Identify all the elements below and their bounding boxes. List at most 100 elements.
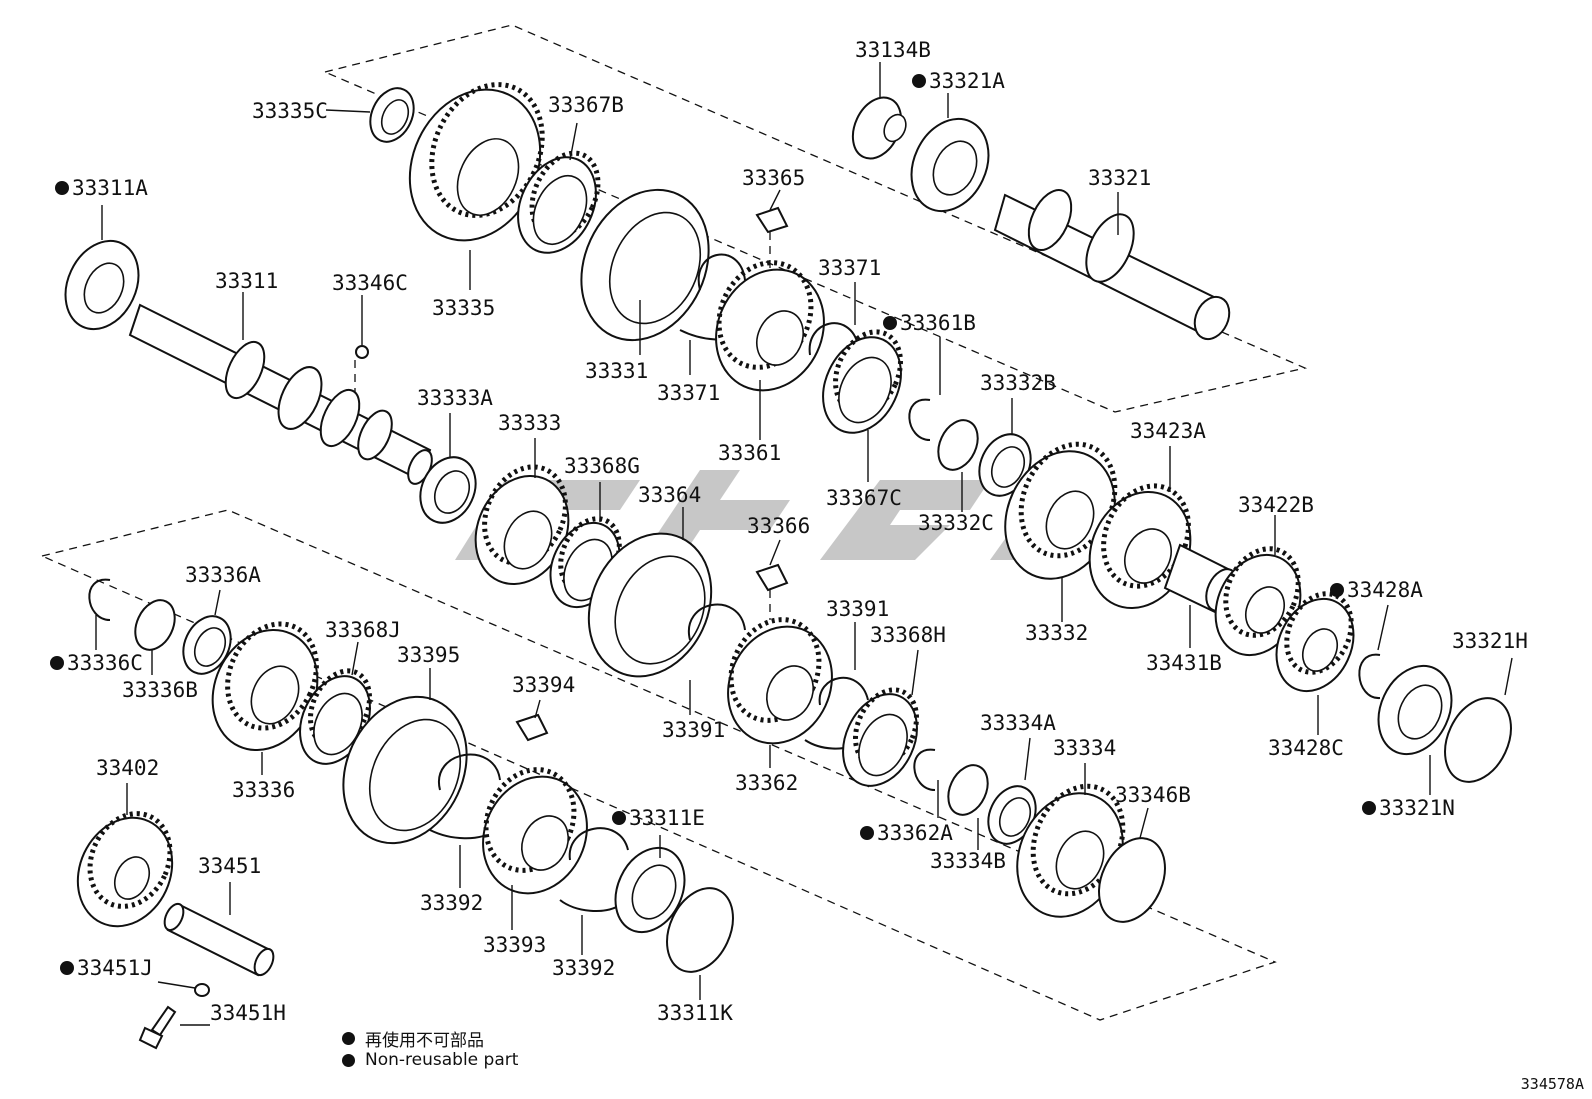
- part-number: 33362A: [877, 821, 953, 845]
- part-number: 33335C: [252, 99, 328, 123]
- part-label-33311a: 33311A: [55, 176, 148, 200]
- part-label-33395: 33395: [397, 643, 460, 667]
- non-reusable-bullet-icon: [55, 181, 69, 195]
- part-number: 33392: [552, 956, 615, 980]
- part-number: 33321H: [1452, 629, 1528, 653]
- diagram-code: 334578A: [1520, 1075, 1584, 1093]
- hub-33361: [715, 260, 825, 392]
- spring-33391-b: [818, 676, 869, 706]
- part-label-33422b: 33422B: [1238, 493, 1314, 517]
- part-label-33362a: 33362A: [860, 821, 953, 845]
- part-label-33362: 33362: [735, 771, 798, 795]
- part-number: 33428C: [1268, 736, 1344, 760]
- part-label-33311e: 33311E: [612, 806, 705, 830]
- part-label-33335c: 33335C: [252, 99, 328, 123]
- part-number: 33366: [747, 514, 810, 538]
- bearing-33333a: [419, 456, 477, 524]
- non-reusable-bullet-icon: [883, 316, 897, 330]
- snap-ring-33336c: [88, 578, 111, 621]
- part-number: 33364: [638, 483, 701, 507]
- part-number: 33321A: [929, 69, 1005, 93]
- synchro-ring-33368h: [842, 687, 919, 787]
- spring-33371-a: [697, 253, 746, 291]
- non-reusable-bullet-icon: [50, 656, 64, 670]
- fork-key-33365: [755, 206, 789, 234]
- reverse-idler-gear-33402: [76, 811, 174, 928]
- part-label-33346c: 33346C: [332, 271, 408, 295]
- part-number: 33391: [826, 597, 889, 621]
- part-number: 33321N: [1379, 796, 1455, 820]
- part-label-33334: 33334: [1053, 736, 1116, 760]
- legend-text-en: Non-reusable part: [365, 1050, 519, 1070]
- gear-33332: [1004, 441, 1118, 580]
- part-label-33321a: 33321A: [912, 69, 1005, 93]
- part-number: 33311: [215, 269, 278, 293]
- part-label-33321: 33321: [1088, 166, 1151, 190]
- part-number: 33361: [718, 441, 781, 465]
- part-number: 33311A: [72, 176, 148, 200]
- part-label-33335: 33335: [432, 296, 495, 320]
- lower-group-boundary: [39, 509, 1277, 1021]
- part-number: 33402: [96, 756, 159, 780]
- part-number: 33367C: [826, 486, 902, 510]
- part-number: 33333A: [417, 386, 493, 410]
- legend-item-jp: 再使用不可部品: [342, 1026, 484, 1051]
- part-number: 33365: [742, 166, 805, 190]
- part-number: 33368G: [564, 454, 640, 478]
- bolt-33451h: [138, 1005, 177, 1050]
- non-reusable-bullet-icon: [860, 826, 874, 840]
- part-number: 33395: [397, 643, 460, 667]
- part-label-33311k: 33311K: [657, 1001, 733, 1025]
- sleeve-33364: [587, 532, 713, 678]
- fork-key-33394: [515, 713, 549, 742]
- part-label-33392-top: 33392: [420, 891, 483, 915]
- part-label-33331: 33331: [585, 359, 648, 383]
- part-label-33334b: 33334B: [930, 849, 1006, 873]
- non-reusable-bullet-icon: [612, 811, 626, 825]
- part-label-33451j: 33451J: [60, 956, 153, 980]
- part-number: 33451J: [77, 956, 153, 980]
- part-label-33367c: 33367C: [826, 486, 902, 510]
- part-label-33332b: 33332B: [980, 371, 1056, 395]
- sleeve-33395: [342, 695, 468, 845]
- part-number: 33336C: [67, 651, 143, 675]
- part-number: 33367B: [548, 93, 624, 117]
- output-shaft-33321: [993, 189, 1231, 341]
- part-number: 33334A: [980, 711, 1056, 735]
- part-number: 33336B: [122, 678, 198, 702]
- part-label-33332c: 33332C: [918, 511, 994, 535]
- part-label-33361: 33361: [718, 441, 781, 465]
- shim-33321h: [1444, 697, 1512, 783]
- part-label-33451: 33451: [198, 854, 261, 878]
- gear-33422b: [1214, 546, 1302, 657]
- part-label-33336b: 33336B: [122, 678, 198, 702]
- part-number: 33311E: [629, 806, 705, 830]
- gear-33336: [211, 621, 319, 752]
- legend-text-jp: 再使用不可部品: [365, 1031, 484, 1051]
- part-number: 33321: [1088, 166, 1151, 190]
- part-number: 33371: [818, 256, 881, 280]
- part-number: 33311K: [657, 1001, 733, 1025]
- part-number: 33334B: [930, 849, 1006, 873]
- part-number: 33428A: [1347, 578, 1423, 602]
- part-number: 33332: [1025, 621, 1088, 645]
- part-label-33368h: 33368H: [870, 623, 946, 647]
- bearing-33336a: [182, 615, 232, 675]
- bearing-33321a: [910, 117, 990, 213]
- bearing-33311e: [614, 846, 686, 934]
- part-number: 33431B: [1146, 651, 1222, 675]
- part-label-33365: 33365: [742, 166, 805, 190]
- part-number: 33371: [657, 381, 720, 405]
- gear-33333: [474, 464, 570, 586]
- gear-33335: [408, 82, 545, 242]
- part-number: 33332C: [918, 511, 994, 535]
- part-number: 33423A: [1130, 419, 1206, 443]
- ball-33346c: [355, 345, 369, 359]
- part-label-33368j: 33368J: [325, 618, 401, 642]
- spring-33371-c: [808, 322, 859, 356]
- washer-33332c: [937, 419, 979, 471]
- part-number: 33422B: [1238, 493, 1314, 517]
- part-label-33311: 33311: [215, 269, 278, 293]
- washer-33336b: [134, 599, 176, 651]
